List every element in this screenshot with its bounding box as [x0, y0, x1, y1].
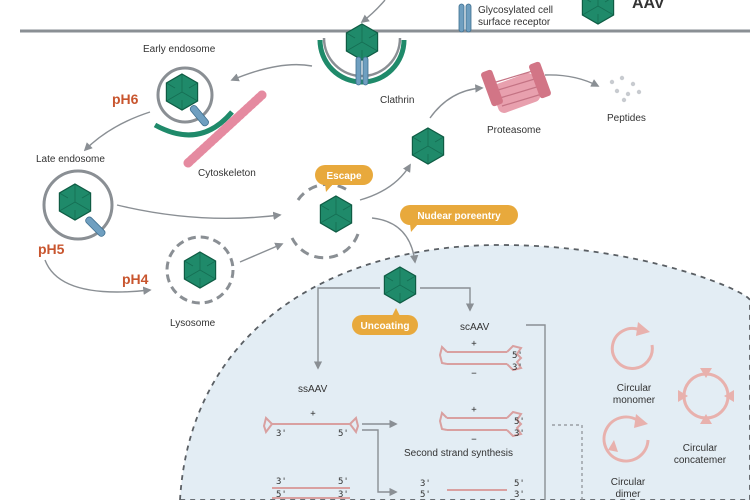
circ-dimer-label-1: Circular [611, 477, 646, 488]
early-endosome-label: Early endosome [143, 44, 216, 55]
bottom-3prime-left: 3' [276, 477, 287, 487]
scaav-5prime: 5' [512, 351, 523, 361]
scaav-plus: + [471, 339, 477, 349]
escape-to-nucleus-arrow [371, 217, 419, 264]
proteasome-label: Proteasome [487, 125, 541, 136]
late-endosome [42, 169, 114, 241]
late-endosome-label: Late endosome [36, 154, 105, 165]
legend-aav-icon [581, 0, 615, 25]
ph5-label: pH5 [38, 241, 65, 257]
peptides-label: Peptides [607, 113, 646, 124]
clathrin-pit [317, 23, 407, 86]
escape-to-capsid-arrow [359, 163, 411, 201]
second-minus: − [471, 435, 477, 445]
pit-to-early-arrow [230, 63, 313, 82]
ph4-label: pH4 [122, 271, 149, 287]
bottom-3prime-mid: 3' [420, 479, 431, 489]
circular-concatemer-icon [678, 368, 734, 424]
cytoskeleton-filament [183, 90, 267, 168]
ph6-label: pH6 [112, 91, 139, 107]
sc-bracket-line [526, 324, 546, 500]
ssaav-5prime: 5' [338, 429, 349, 439]
ssaav-strand [262, 416, 360, 435]
proteasome [481, 61, 551, 113]
bottom-strands [272, 487, 507, 499]
circ-monomer-label-1: Circular [617, 383, 652, 394]
legend-aav-label: AAV [632, 0, 665, 12]
ss-to-annealing-arrow [362, 429, 398, 497]
legend-receptor-label-1: Glycosylated cell [478, 5, 553, 16]
legend-receptor-label-2: surface receptor [478, 17, 551, 28]
scaav-label: scAAV [460, 322, 490, 333]
circ-monomer-label-2: monomer [613, 395, 656, 406]
ssaav-3prime: 3' [276, 429, 287, 439]
bottom-5prime-right: 5' [514, 479, 525, 489]
bottom-3prime-left2: 3' [338, 490, 349, 500]
legend-receptor-icon [458, 3, 472, 33]
ssaav-label: ssAAV [298, 384, 328, 395]
second-strand-label: Second strand synthesis [404, 448, 513, 459]
nuclear-entry-label: Nudear poreentry [417, 211, 501, 222]
peptides-dots [609, 75, 642, 103]
cytosolic-capsid [411, 127, 445, 165]
early-endosome [153, 66, 234, 138]
escape-tag: Escape [315, 165, 373, 192]
entry-arrow [360, 0, 386, 24]
scaav-hairpin [438, 344, 523, 372]
clathrin-label: Clathrin [380, 95, 414, 106]
scaav-minus: − [471, 369, 477, 379]
bottom-5prime-mid: 5' [420, 490, 431, 500]
escape-label: Escape [326, 171, 361, 182]
lysosome-label: Lysosome [170, 318, 216, 329]
escape-endosome [290, 182, 360, 260]
uncoat-to-scaav-arrow [420, 287, 475, 312]
cytoskeleton-label: Cytoskeleton [198, 168, 256, 179]
bottom-5prime-left2: 5' [276, 490, 287, 500]
second-plus: + [471, 405, 477, 415]
second-5prime: 5' [514, 417, 525, 427]
circ-dimer-label-2: dimer [615, 489, 641, 500]
ssaav-plus: + [310, 409, 316, 419]
circ-concatemer-label-1: Circular [683, 443, 718, 454]
scaav-3prime: 3' [512, 363, 523, 373]
lysosome-to-escape-arrow [239, 242, 284, 263]
uncoating-label: Uncoating [361, 321, 410, 332]
late-to-lysosome-arrow [44, 259, 152, 295]
lysosome [165, 235, 235, 305]
second-3prime: 3' [514, 429, 525, 439]
capsid-to-proteasome-arrow [429, 84, 484, 119]
second-strand-product [438, 410, 523, 438]
early-to-late-arrow [83, 111, 151, 152]
nucleus [179, 244, 750, 500]
bottom-3prime-right: 3' [514, 490, 525, 500]
uncoating-tag: Uncoating [352, 308, 418, 335]
bottom-5prime-left: 5' [338, 477, 349, 487]
nuclear-entry-tag: Nudear poreentry [400, 205, 518, 232]
circ-concatemer-label-2: concatemer [674, 455, 727, 466]
proteasome-to-peptides-arrow [544, 74, 600, 87]
late-to-escape-arrow [116, 204, 282, 220]
uncoat-to-ssaav-arrow [313, 287, 380, 370]
to-circular-dashed [552, 424, 583, 500]
circular-dimer-icon [602, 414, 650, 463]
circular-monomer-icon [610, 322, 654, 370]
